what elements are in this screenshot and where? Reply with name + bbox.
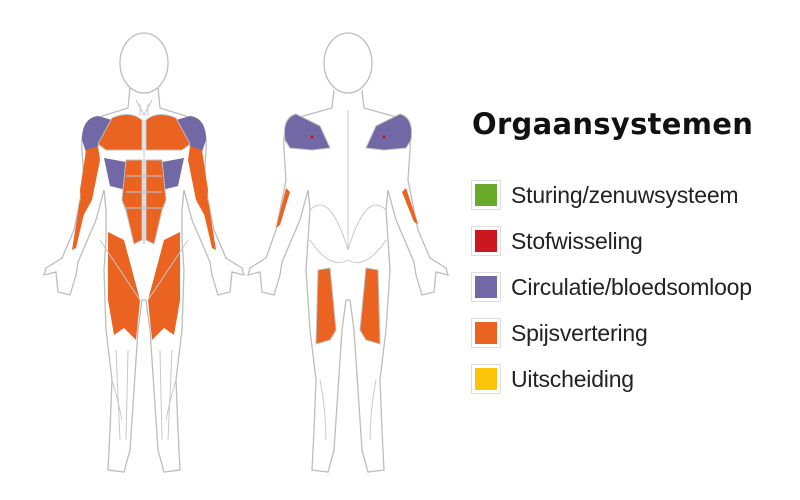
legend-label: Circulatie/bloedsomloop — [511, 273, 752, 300]
legend-label: Uitscheiding — [511, 365, 634, 392]
back-body-figure — [240, 0, 460, 490]
legend-label: Sturing/zenuwsysteem — [511, 181, 739, 208]
legend-item-stofwisseling: Stofwisseling — [471, 218, 753, 264]
front-body-illustration — [43, 32, 245, 473]
legend-label: Spijsvertering — [511, 319, 648, 346]
legend-item-uitscheiding: Uitscheiding — [471, 356, 753, 402]
legend-item-spijsvertering: Spijsvertering — [471, 310, 753, 356]
color-swatch — [471, 180, 501, 210]
legend-item-sturing: Sturing/zenuwsysteem — [471, 172, 753, 218]
legend-title: Orgaansystemen — [472, 107, 754, 141]
color-swatch — [471, 272, 501, 302]
legend: Orgaansystemen Sturing/zenuwsysteem Stof… — [471, 104, 754, 402]
color-swatch — [471, 226, 501, 256]
front-body-figure — [30, 0, 260, 490]
legend-label: Stofwisseling — [511, 227, 643, 254]
legend-item-circulatie: Circulatie/bloedsomloop — [471, 264, 753, 310]
back-body-illustration — [247, 32, 449, 473]
color-swatch — [471, 364, 501, 394]
color-swatch — [471, 318, 501, 348]
